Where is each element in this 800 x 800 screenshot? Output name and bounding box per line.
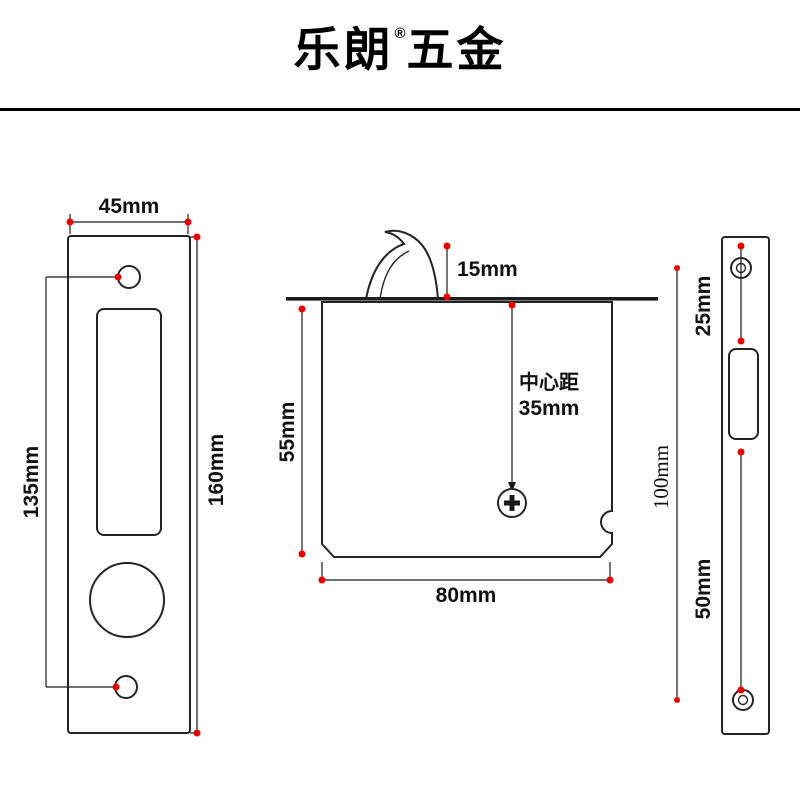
- hook-latch: [364, 229, 440, 300]
- hook-latch-detail: [379, 250, 410, 300]
- strike-slot: [728, 348, 759, 440]
- dimension-endpoint-dot: [674, 265, 680, 271]
- edge-upper-label: 25mm: [692, 276, 715, 337]
- dimension-endpoint-dot: [674, 697, 680, 703]
- faceplate-finger-hole: [89, 562, 165, 638]
- hook-projection-label: 15mm: [457, 258, 518, 281]
- edge-view: 25mm 50mm 100mm: [649, 236, 770, 735]
- brand-name-right: 五金: [406, 23, 507, 76]
- strike-bottom-screw-hole-inner: [737, 694, 749, 706]
- dimension-endpoint-dot: [298, 305, 306, 313]
- arrowhead-down-icon: [508, 482, 516, 492]
- dimension-endpoint-dot: [737, 337, 745, 345]
- dimension-endpoint-dot: [114, 273, 122, 281]
- strike-plate-outline: [721, 236, 770, 735]
- dimension-endpoint-dot: [193, 233, 201, 241]
- dimension-endpoint-dot: [443, 242, 451, 250]
- edge-lower-label: 50mm: [692, 559, 715, 620]
- dimension-endpoint-dot: [318, 576, 326, 584]
- lock-case-outline: [321, 301, 613, 558]
- dimension-endpoint-dot: [737, 242, 745, 250]
- dimension-endpoint-dot: [508, 301, 516, 309]
- body-view: 15mm 55mm 中心距 35mm 80mm: [276, 229, 658, 607]
- dimension-endpoint-dot: [606, 576, 614, 584]
- center-distance-caption: 中心距: [519, 370, 579, 394]
- brand-title: 乐朗®五金: [0, 22, 800, 78]
- strike-bottom-screw-hole: [732, 689, 754, 711]
- brand-name-left: 乐朗: [293, 23, 394, 76]
- edge-overall-label: 100mm: [649, 445, 673, 509]
- dimension-endpoint-dot: [193, 729, 201, 737]
- case-height-label: 55mm: [276, 402, 299, 463]
- front-height-label: 160mm: [205, 434, 228, 506]
- header-divider: [0, 108, 800, 111]
- center-distance-value: 35mm: [519, 397, 580, 420]
- dimension-endpoint-dot: [112, 683, 120, 691]
- case-width-label: 80mm: [436, 584, 497, 607]
- dimension-endpoint-dot: [66, 218, 74, 226]
- faceplate-slot: [96, 308, 162, 536]
- dimension-endpoint-dot: [443, 293, 451, 301]
- top-plate-edge: [286, 297, 658, 301]
- front-hole-span-label: 135mm: [20, 446, 43, 518]
- dimension-endpoint-dot: [737, 686, 745, 694]
- dimension-endpoint-dot: [737, 448, 745, 456]
- dimension-endpoint-dot: [184, 218, 192, 226]
- dimension-endpoint-dot: [298, 550, 306, 558]
- front-view: 45mm 135mm 160mm: [20, 195, 228, 737]
- front-width-label: 45mm: [99, 195, 160, 218]
- registered-mark-icon: ®: [394, 25, 406, 42]
